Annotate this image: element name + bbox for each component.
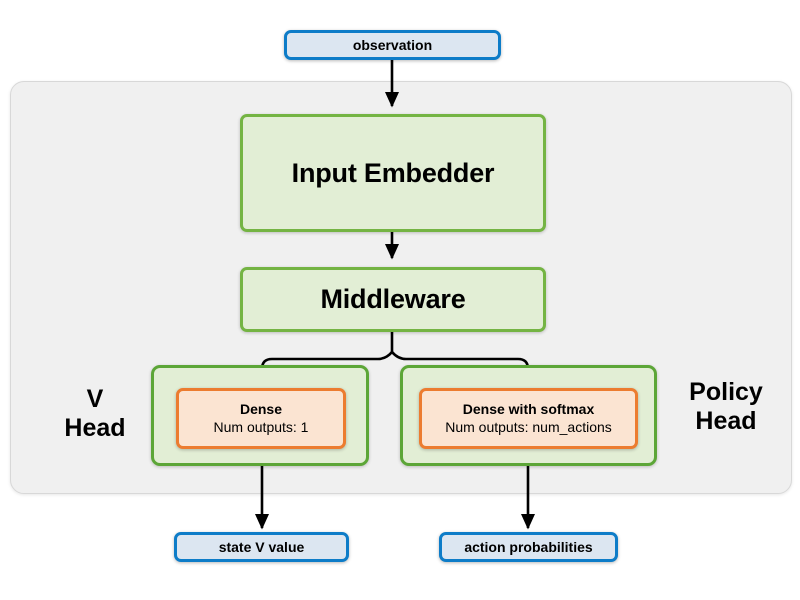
v-head-caption-line2: Head xyxy=(64,414,126,442)
node-action-probabilities[interactable]: action probabilities xyxy=(439,532,618,562)
v-head-caption: V Head xyxy=(40,385,150,443)
node-observation[interactable]: observation xyxy=(284,30,501,60)
policy-head-caption-line2: Head xyxy=(695,407,757,435)
v-head-caption-line1: V xyxy=(86,385,104,413)
policy-head-caption: Policy Head xyxy=(663,378,789,436)
node-input-embedder-label: Input Embedder xyxy=(291,157,495,188)
node-dense-softmax[interactable]: Dense with softmax Num outputs: num_acti… xyxy=(419,388,638,449)
node-observation-label: observation xyxy=(352,37,433,53)
node-middleware-label: Middleware xyxy=(320,284,466,314)
node-dense-softmax-detail: Num outputs: num_actions xyxy=(445,418,612,435)
node-dense-softmax-title: Dense with softmax xyxy=(462,401,595,417)
node-dense-title: Dense xyxy=(239,401,283,417)
node-dense-detail: Num outputs: 1 xyxy=(213,418,309,435)
policy-head-caption-line1: Policy xyxy=(689,378,763,406)
node-input-embedder[interactable]: Input Embedder xyxy=(240,114,546,232)
node-state-v-value-label: state V value xyxy=(218,539,305,555)
node-middleware[interactable]: Middleware xyxy=(240,267,546,332)
node-action-probabilities-label: action probabilities xyxy=(464,539,593,555)
node-state-v-value[interactable]: state V value xyxy=(174,532,349,562)
node-dense[interactable]: Dense Num outputs: 1 xyxy=(176,388,346,449)
